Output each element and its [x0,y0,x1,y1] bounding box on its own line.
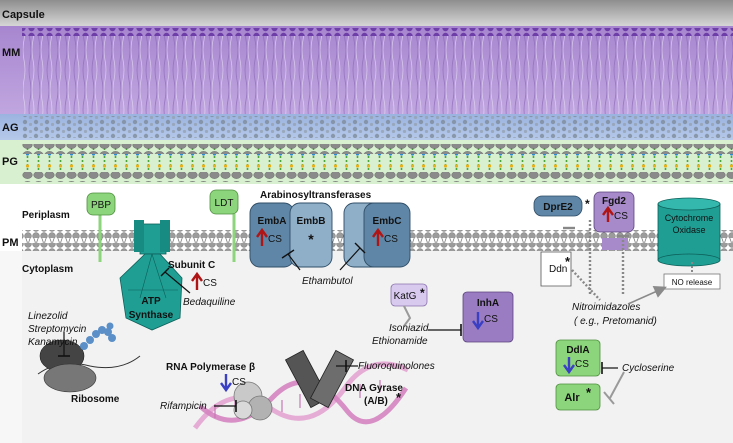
alr-label: Alr [564,392,580,404]
rna-polymerase [233,381,273,421]
dpre2-protein: DprE2 * [533,195,590,217]
streptomycin-label: Streptomycin [28,324,87,335]
pbp-protein: PBP [86,192,116,262]
pbp-label: PBP [91,200,111,211]
emba-label: EmbA [258,216,287,227]
embb-star: * [308,231,314,247]
bedaquiline-inhibit [164,271,191,294]
inha-cs: CS [484,314,498,325]
ddn-protein: Ddn * [540,251,572,287]
ddla-label: DdlA [566,345,589,356]
katg-star: * [420,286,425,300]
katg-label: KatG [394,291,417,302]
fgd2-protein: Fgd2 CS [593,191,635,250]
no-release-label: NO release [672,278,713,287]
ddn-label: Ddn [549,264,567,275]
rnap-label: RNA Polymerase β [166,362,255,373]
kanamycin-label: Kanamycin [28,337,78,348]
katg-protein: KatG * [390,283,428,307]
ddla-cs: CS [575,359,589,370]
inha-protein: InhA CS [462,291,514,343]
subunit-c-label: Subunit C [168,260,215,271]
ddla-protein: DdlA CS [555,339,601,377]
isoniazid-label: Isoniazid [389,323,429,334]
ethionamide-label: Ethionamide [372,336,428,347]
pg-glycan-top [22,144,733,154]
label-pg: PG [2,156,18,168]
pretomanid-label: ( e.g., Pretomanid) [574,316,657,327]
embc-cs: CS [384,234,398,245]
embc-label: EmbC [373,216,402,227]
label-cytoplasm: Cytoplasm [22,264,73,275]
mycolic-tails [22,36,733,114]
label-periplasm: Periplasm [22,210,70,221]
emba-protein: EmbA CS [249,202,295,268]
fgd2-label: Fgd2 [602,196,626,207]
fluoroquinolones-label: Fluoroquinolones [358,361,435,372]
rifampicin-label: Rifampicin [160,401,207,412]
atp-label-2: Synthase [129,310,174,321]
rnap-cs: CS [232,377,246,388]
cycloserine-label: Cycloserine [622,363,675,374]
ag-sugars [22,116,733,138]
ddn-star: * [565,254,571,269]
embb-label: EmbB [297,216,326,227]
subunit-c-cs: CS [203,278,217,289]
emba-cs: CS [268,234,282,245]
dpre2-star: * [585,197,590,211]
nitroimidazoles-label: Nitroimidazoles [572,302,640,313]
embb-protein: EmbB * [289,202,333,268]
inha-label: InhA [477,298,499,309]
embc-protein: EmbC CS [343,202,411,268]
dpre2-label: DprE2 [543,202,573,213]
fgd2-cs: CS [614,211,628,222]
cyto-ox-label-2: Oxidase [672,225,705,235]
ribosome-label: Ribosome [71,394,120,405]
label-ag: AG [2,122,19,134]
linezolid-label: Linezolid [28,311,68,322]
no-release-box: NO release [663,273,721,290]
ethambutol-inhibits [281,242,366,271]
mycolic-heads [22,28,733,36]
ethambutol-label: Ethambutol [302,276,353,287]
arabinosyl-title: Arabinosyltransferases [260,190,372,201]
label-pm: PM [2,237,19,249]
gyrase-star: * [396,390,402,405]
cytochrome-oxidase: Cytochrome Oxidase [657,197,721,267]
alr-star: * [586,385,592,400]
cyto-ox-label-1: Cytochrome [665,213,714,223]
alr-protein: Alr * [555,383,601,411]
pg-glycan-bottom [22,172,733,182]
subunit-c-cs-up: CS [191,271,217,290]
dna-gyrase [284,349,355,409]
ldt-protein: LDT [209,189,239,262]
atp-label-1: ATP [141,296,161,307]
label-capsule: Capsule [2,9,45,21]
bedaquiline-label: Bedaquiline [183,297,236,308]
gyrase-label-2: (A/B) [364,396,388,407]
ldt-label: LDT [215,198,234,209]
gyrase-label-1: DNA Gyrase [345,383,403,394]
capsule-layer [0,0,733,26]
label-mm: MM [2,47,20,59]
